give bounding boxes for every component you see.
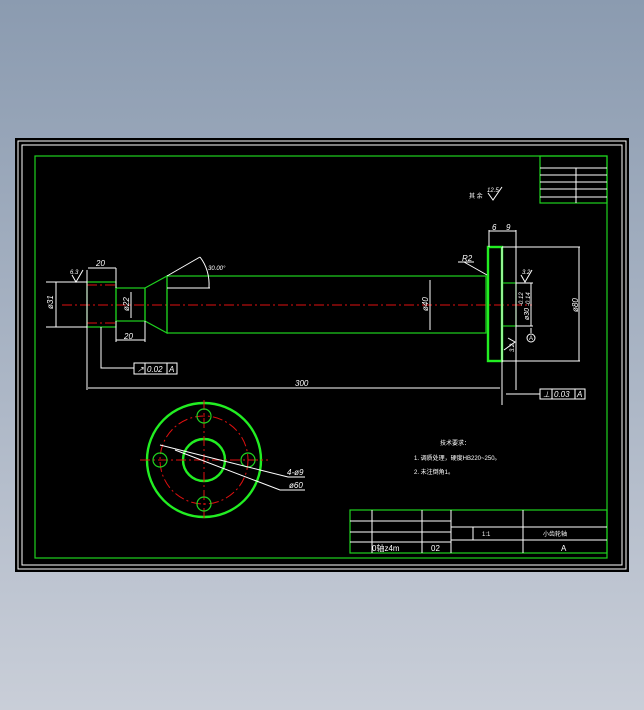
roughness-symbols: 6.3 其 余 12.5 3.2 3.2	[70, 186, 533, 352]
pcd-label: ø60	[289, 481, 303, 490]
svg-text:技术要求：: 技术要求：	[440, 439, 470, 447]
dim-d22: ø22	[122, 297, 131, 311]
tolerance-frame-right: ⊥ 0.03 A	[539, 388, 586, 400]
svg-text:6.3: 6.3	[70, 270, 79, 276]
dim-d80: ø80	[571, 298, 580, 312]
svg-text:A: A	[576, 390, 582, 399]
svg-text:A: A	[168, 365, 174, 374]
material: A	[561, 544, 567, 553]
svg-text:12.5: 12.5	[487, 188, 499, 194]
revision-table	[539, 155, 608, 204]
svg-text:3.2: 3.2	[510, 343, 516, 352]
dim-d40: ø40	[421, 297, 430, 311]
outer-frame	[17, 140, 627, 570]
dim-len9: 9	[506, 223, 511, 232]
dim-d30-upper: -0.12	[519, 292, 525, 306]
dim-r2: R2	[462, 254, 473, 263]
svg-text:2. 未注倒角1。: 2. 未注倒角1。	[414, 468, 454, 476]
dim-d30: ø30	[524, 308, 531, 320]
part-name: 小齿轮轴	[543, 530, 567, 538]
drawing-number: 0轴z4m	[372, 543, 400, 553]
svg-text:3.2: 3.2	[522, 270, 531, 276]
paper-frame	[21, 144, 623, 566]
flange-end-view: 4-ø9 ø60	[140, 400, 305, 520]
dimension-lines	[46, 230, 580, 405]
dim-len20-bottom: 20	[123, 332, 133, 341]
svg-text:0.03: 0.03	[554, 390, 570, 399]
dim-d30-lower: -0.14	[526, 292, 532, 306]
holes-label: 4-ø9	[287, 468, 304, 477]
svg-text:↗: ↗	[137, 365, 144, 374]
drawing-canvas	[15, 138, 629, 572]
datum-a: A	[526, 333, 536, 343]
technical-notes: 技术要求： 1. 调质处理，硬度HB220~250。 2. 未注倒角1。	[414, 439, 501, 476]
dim-d31: ø31	[46, 295, 55, 309]
title-block: 0轴z4m 02 1:1 小齿轮轴 A	[349, 509, 608, 554]
dim-total: 300	[295, 379, 309, 388]
dim-angle: 30.00°	[208, 266, 226, 272]
dim-len20-top: 20	[95, 259, 105, 268]
sheet-number: 02	[431, 544, 440, 553]
svg-text:A: A	[529, 336, 533, 342]
svg-text:0.02: 0.02	[147, 365, 163, 374]
svg-text:其 余: 其 余	[469, 192, 483, 200]
dim-len6: 6	[492, 223, 497, 232]
svg-text:1. 调质处理，硬度HB220~250。: 1. 调质处理，硬度HB220~250。	[414, 454, 501, 462]
scale: 1:1	[482, 532, 491, 538]
tolerance-frame-left: ↗ 0.02 A	[133, 362, 178, 375]
svg-text:⊥: ⊥	[543, 390, 550, 399]
border-frame	[34, 155, 608, 559]
